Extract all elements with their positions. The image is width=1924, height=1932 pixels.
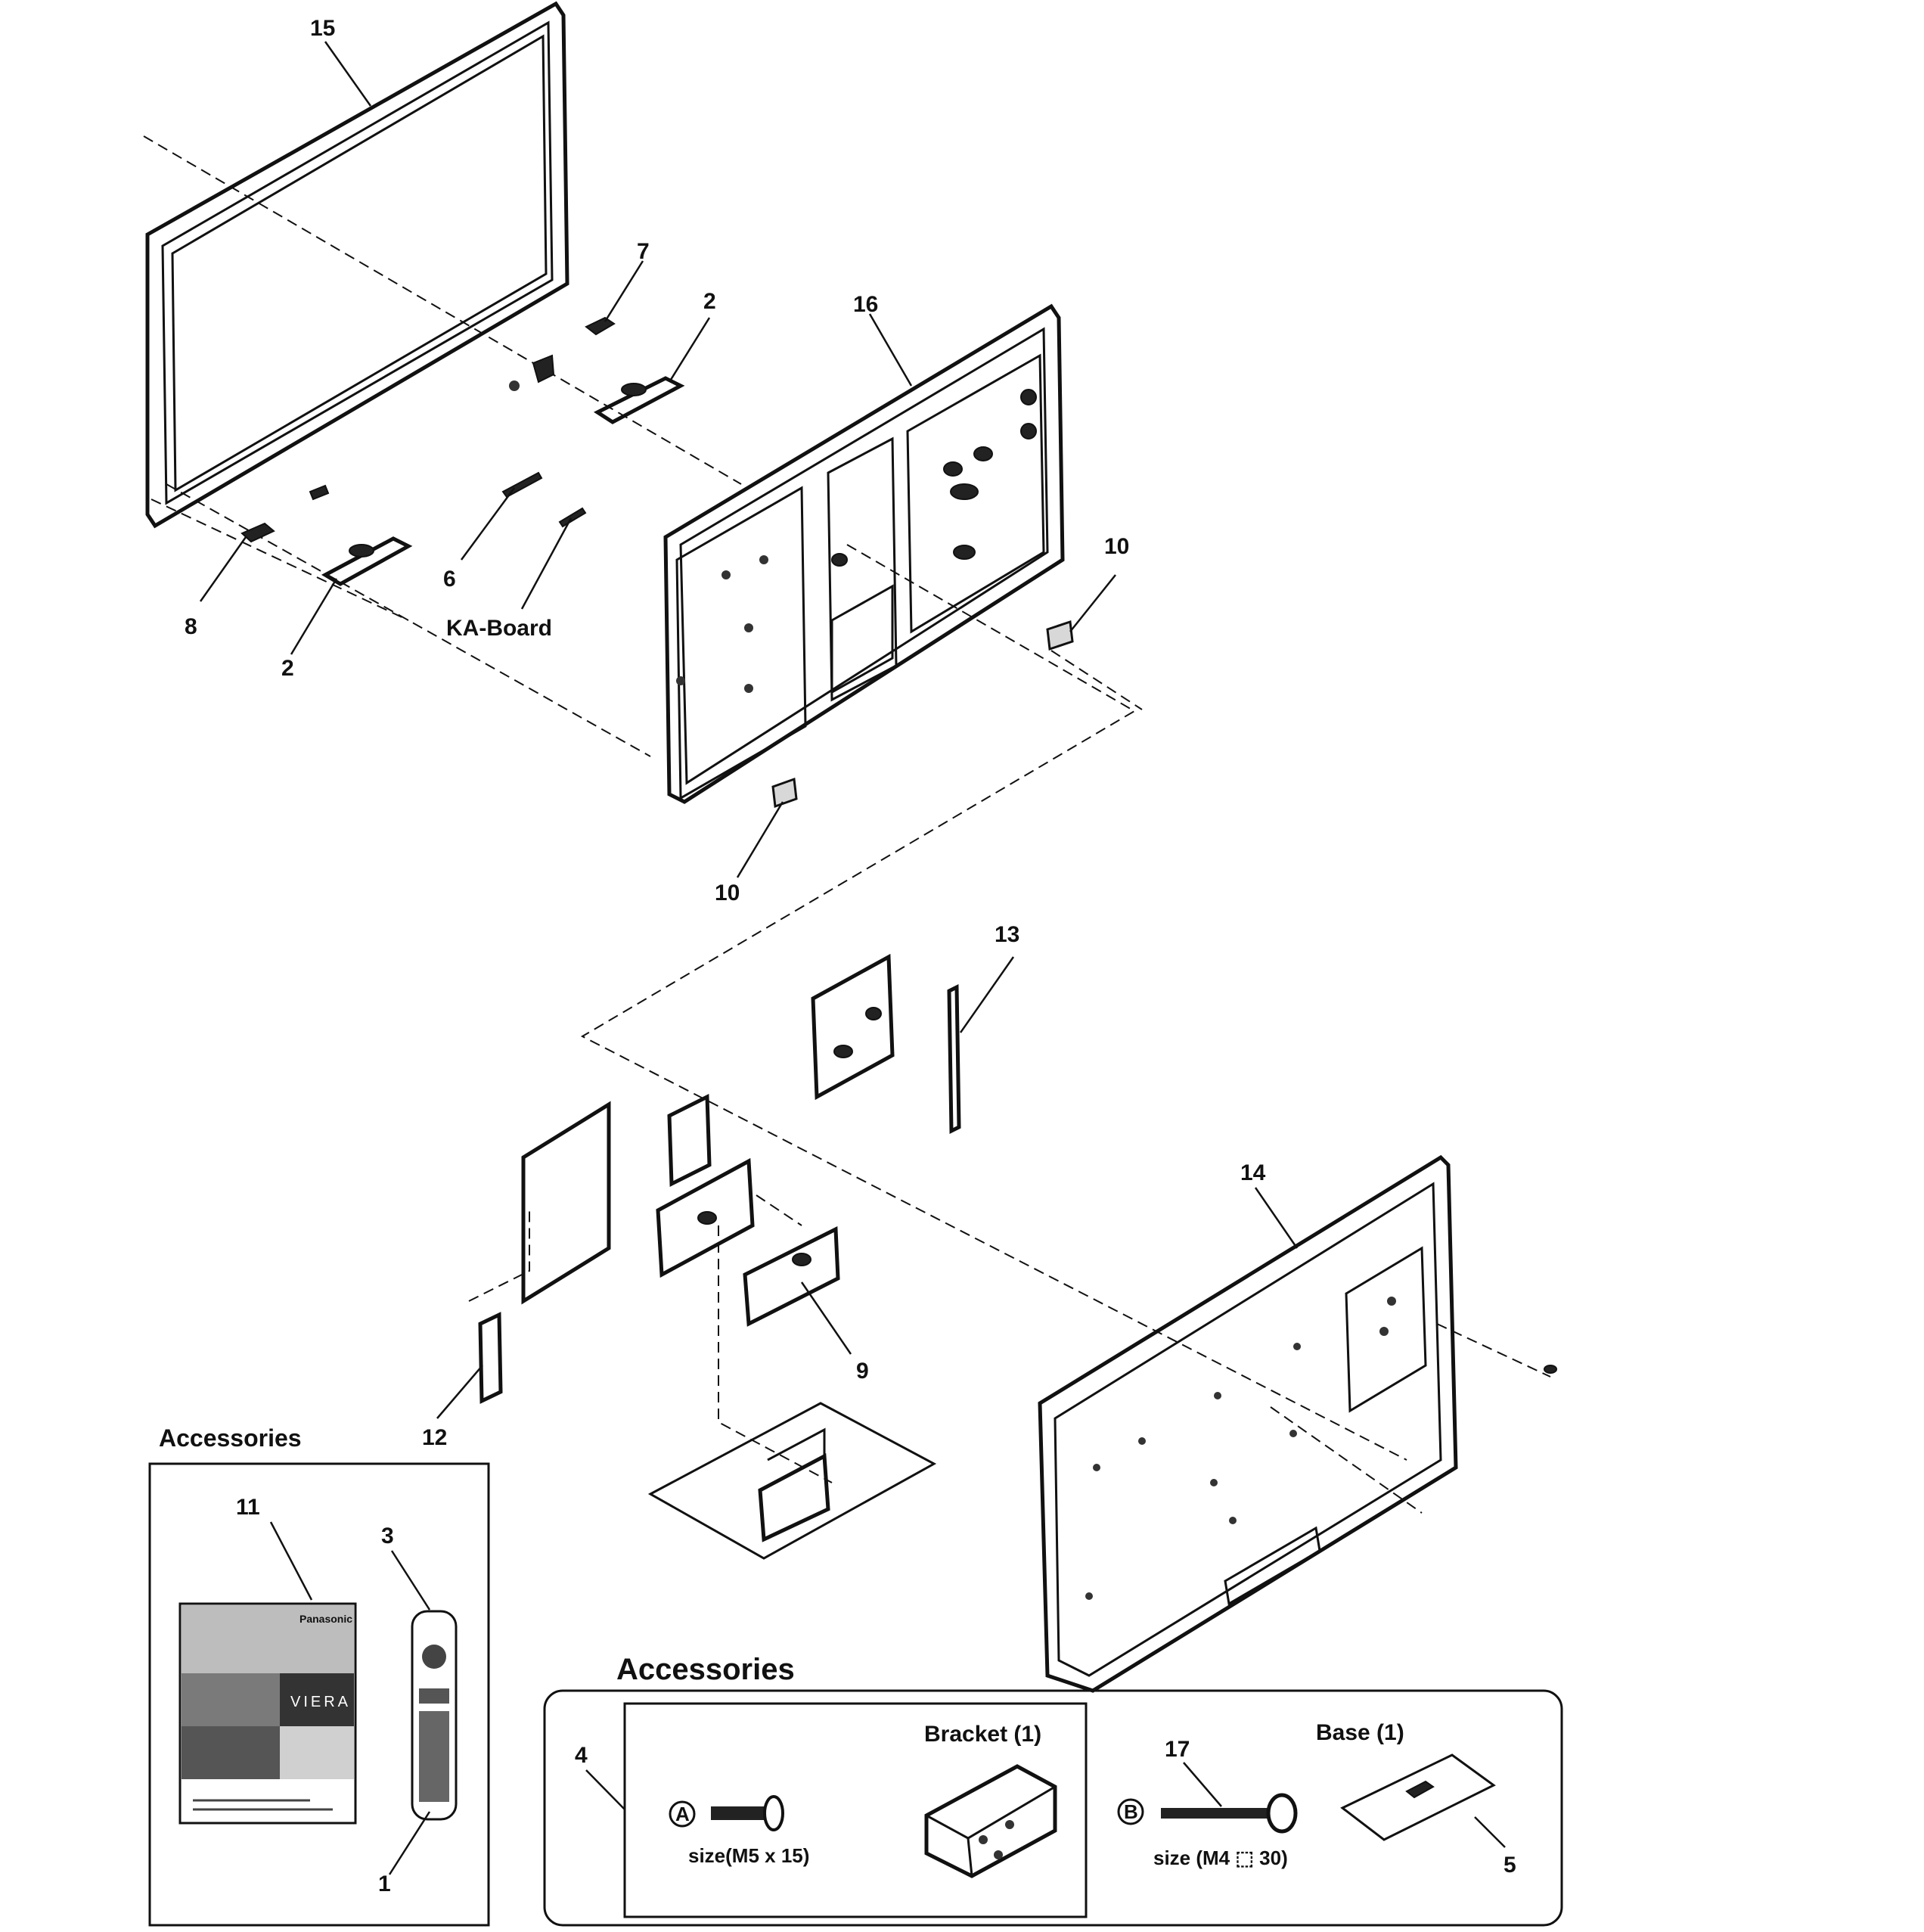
label-3: 3 [381,1524,394,1548]
screw-a: A size(M5 x 15) [669,1795,809,1867]
manual-product: VIERA [290,1694,351,1710]
stand-bracket-top [509,354,685,424]
screw-b: B size (M4 ⬚ 30) [1117,1793,1298,1869]
label-10-right: 10 [1104,534,1129,559]
label-15: 15 [310,16,335,41]
bracket-label: Bracket (1) [924,1722,1041,1747]
clip-part-8 [240,522,275,543]
foot-part-10-right [1046,620,1074,651]
label-ka-board: KA-Board [446,616,552,641]
marker-b: B [1124,1800,1138,1823]
manual-brand: Panasonic [299,1613,352,1625]
base-plate [1340,1753,1496,1841]
label-6: 6 [443,567,456,592]
stand-bracket-bottom [309,484,413,586]
accessories-bottom-panel: Accessories Bracket (1) Base (1) A size(… [543,1653,1563,1927]
label-13: 13 [995,922,1019,947]
label-12: 12 [422,1425,447,1450]
rear-cover [1038,1154,1557,1693]
label-14: 14 [1240,1160,1266,1185]
part-labels: 15 7 2 16 6 KA-Board 8 2 10 10 13 14 9 1… [185,16,1266,1450]
accessories-left-title: Accessories [159,1424,302,1452]
label-4: 4 [575,1743,588,1768]
label-10-bottom: 10 [715,881,740,905]
foot-part-10-bottom [771,777,798,809]
label-2-bottom: 2 [281,656,294,681]
board-part-13 [811,953,961,1135]
chassis-frame [663,303,1065,804]
label-2-top: 2 [703,289,716,314]
label-5: 5 [1504,1853,1516,1878]
label-8: 8 [185,614,197,639]
owners-manual: Panasonic VIERA [178,1602,357,1825]
small-board [667,1094,712,1187]
label-9: 9 [856,1359,869,1384]
ka-board-and-part-6 [501,471,587,528]
marker-a: A [675,1803,690,1825]
label-11: 11 [236,1495,260,1520]
label-7: 7 [637,239,650,264]
screw-a-size: size(M5 x 15) [688,1844,809,1867]
main-board [656,1157,755,1278]
stand-base [647,1402,937,1560]
accessories-bottom-title: Accessories [616,1653,795,1686]
bracket-part [924,1764,1057,1878]
accessories-left-panel: Accessories Panasonic VIERA 11 3 1 [148,1424,490,1927]
label-17: 17 [1165,1737,1190,1762]
leader-lines [199,41,1299,1419]
part-9-bracket [743,1226,840,1327]
label-16: 16 [853,292,878,317]
base-label: Base (1) [1316,1720,1404,1745]
label-1: 1 [378,1871,391,1896]
assembly-guide-lines [143,135,1551,1514]
part-12-terminal [478,1312,503,1404]
clip-part-7 [585,316,616,336]
power-board [521,1101,611,1305]
screw-b-size: size (M4 ⬚ 30) [1153,1847,1288,1869]
front-bezel-frame [145,1,569,529]
remote-control [411,1610,458,1821]
